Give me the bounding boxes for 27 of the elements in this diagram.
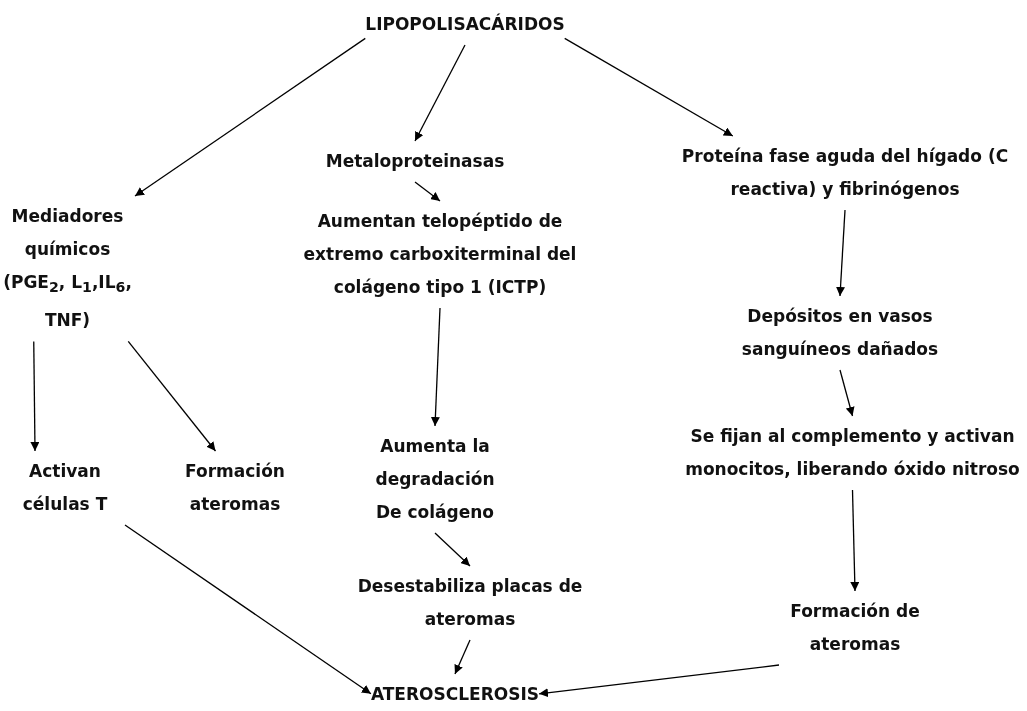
node-text: Formación ateromas [184, 460, 286, 516]
arrow [430, 307, 441, 427]
arrow [564, 37, 734, 137]
node-text: Mediadores químicos (PGE$_{2}$, L$_{1}$,IL$_{6}$, TNF) [2, 205, 133, 333]
node-text: ATEROSCLEROSIS [370, 683, 540, 706]
arrow [434, 532, 471, 567]
arrow [30, 340, 40, 452]
node-text: Activan células T [21, 460, 109, 516]
arrow [850, 489, 860, 592]
node-text: Aumentan telopéptido de extremo carboxiterminal del colágeno tipo 1 (ICTP) [302, 210, 578, 299]
arrow [538, 664, 780, 698]
node-text: Proteína fase aguda del hígado (C reactiva) y fibrinógenos [680, 145, 1010, 201]
node-text: Se fijan al complemento y activan monocitos, liberando óxido nitroso [684, 425, 1021, 481]
node-text: Formación de ateromas [789, 600, 921, 656]
arrow [127, 340, 217, 452]
node-text: Desestabiliza placas de ateromas [356, 575, 584, 631]
node-text: Depósitos en vasos sanguíneos dañados [740, 305, 940, 361]
arrow [836, 209, 846, 297]
arrow [414, 181, 441, 202]
node-text: LIPOPOLISACÁRIDOS [365, 12, 565, 36]
node-text: Metaloproteinasas [325, 150, 505, 173]
arrow [124, 524, 372, 695]
node-text: Aumenta la degradación De colágeno [374, 435, 496, 524]
arrow [839, 369, 855, 417]
arrow [414, 44, 466, 142]
arrow [454, 639, 471, 675]
arrow [134, 37, 366, 197]
